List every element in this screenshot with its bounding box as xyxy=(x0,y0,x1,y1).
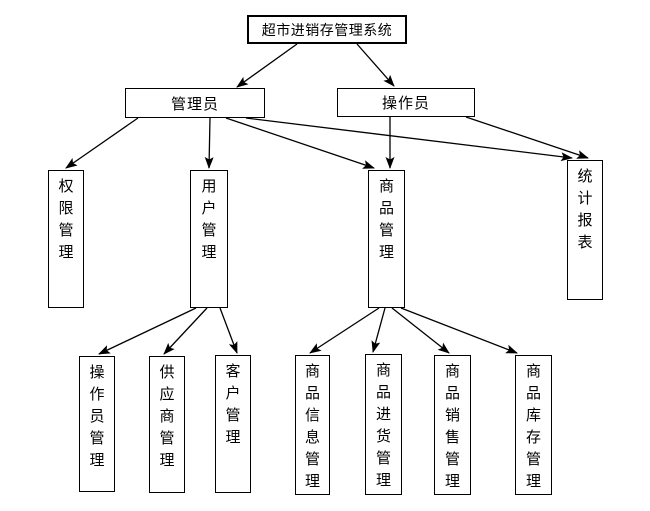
edge-user-opmgmt xyxy=(98,307,197,355)
node-customer-box: 客户管理 xyxy=(215,355,251,493)
node-operator-box: 操作员 xyxy=(337,88,475,117)
edge-operator-stats xyxy=(465,116,589,159)
node-user-box: 用户管理 xyxy=(190,170,228,308)
node-root-label: 超市进销存管理系统 xyxy=(261,22,393,39)
edge-admin-user xyxy=(204,117,214,169)
node-stats-box: 统计报表 xyxy=(567,160,603,300)
node-purchase-label: 商品进货管理 xyxy=(375,361,391,489)
node-info-label: 商品信息管理 xyxy=(304,362,320,490)
node-perm-label: 权限管理 xyxy=(58,177,74,261)
node-goods-label: 商品管理 xyxy=(378,177,394,261)
node-opmgmt-label: 操作员管理 xyxy=(89,363,105,469)
edge-user-customer xyxy=(219,307,238,354)
node-sales-box: 商品销售管理 xyxy=(434,355,471,495)
edge-user-supplier xyxy=(163,307,208,355)
node-supplier-label: 供应商管理 xyxy=(159,363,175,469)
node-goods-box: 商品管理 xyxy=(368,170,405,308)
node-perm-box: 权限管理 xyxy=(48,170,84,308)
node-sales-label: 商品销售管理 xyxy=(444,362,460,490)
node-inventory-box: 商品库存管理 xyxy=(515,355,552,495)
edge-goods-sales xyxy=(391,307,450,354)
edge-root-admin xyxy=(236,43,298,88)
node-user-label: 用户管理 xyxy=(201,177,217,261)
node-info-box: 商品信息管理 xyxy=(295,355,330,495)
edge-admin-stats xyxy=(245,117,573,162)
node-admin-box: 管理员 xyxy=(125,88,265,118)
node-opmgmt-box: 操作员管理 xyxy=(79,356,115,492)
node-root-box: 超市进销存管理系统 xyxy=(247,15,407,44)
edge-goods-info xyxy=(309,307,380,354)
node-stats-label: 统计报表 xyxy=(577,167,593,251)
edge-root-operator xyxy=(356,43,395,87)
node-inventory-label: 商品库存管理 xyxy=(525,362,541,490)
node-admin-label: 管理员 xyxy=(170,94,219,113)
edge-goods-purchase xyxy=(371,307,386,353)
edge-admin-perm xyxy=(65,117,139,169)
edge-goods-inventory xyxy=(400,307,518,354)
node-purchase-box: 商品进货管理 xyxy=(365,354,402,495)
node-customer-label: 客户管理 xyxy=(225,362,241,446)
edge-admin-goods xyxy=(225,117,375,169)
node-supplier-box: 供应商管理 xyxy=(149,356,185,493)
node-operator-label: 操作员 xyxy=(381,94,430,112)
